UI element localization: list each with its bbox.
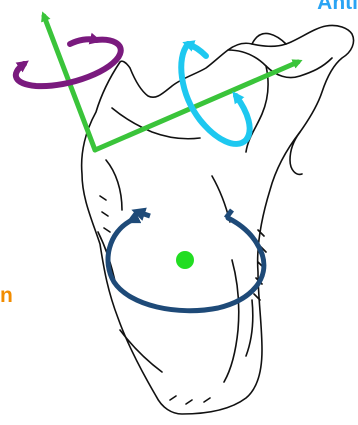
scapula-bone-outline xyxy=(82,25,354,414)
axis-arrow-right xyxy=(95,62,298,150)
cyan-rotation-arrow-icon xyxy=(181,44,249,144)
cyan-rotation-head xyxy=(188,44,206,56)
label-top-right: Anti xyxy=(317,0,358,13)
green-axis-arrows-icon xyxy=(44,16,298,150)
cyan-rotation-path xyxy=(181,44,249,144)
green-center-dot-icon xyxy=(176,251,194,269)
label-left: n xyxy=(0,285,13,306)
purple-rotation-head xyxy=(70,39,96,44)
navy-rotation-head xyxy=(138,212,150,216)
